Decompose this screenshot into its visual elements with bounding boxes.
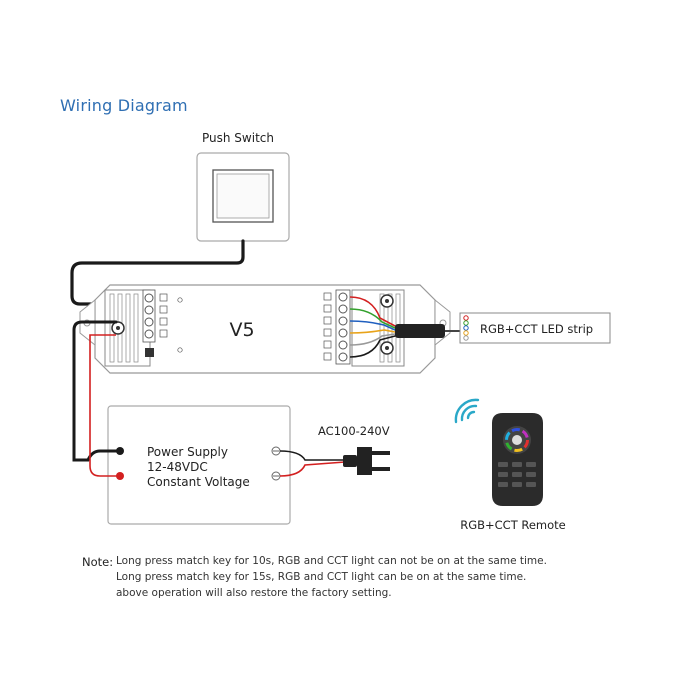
power-supply	[107, 405, 291, 525]
ac-wire-2	[279, 461, 346, 477]
led-output-wires	[349, 296, 440, 358]
note-line: above operation will also restore the fa…	[116, 587, 392, 599]
power-supply-type: Constant Voltage	[147, 475, 250, 489]
note-prefix: Note:	[82, 555, 114, 569]
note-line: Long press match key for 10s, RGB and CC…	[116, 555, 547, 567]
ac-wire-1	[279, 450, 345, 461]
led-strip-label: RGB+CCT LED strip	[480, 322, 594, 336]
power-supply-voltage: 12-48VDC	[147, 460, 208, 474]
dc-red-wire	[89, 334, 120, 477]
ac-voltage-label: AC100-240V	[318, 424, 390, 438]
remote-label: RGB+CCT Remote	[460, 518, 566, 532]
led-strip	[459, 312, 611, 344]
push-switch-wire	[70, 239, 245, 306]
push-switch-label: Push Switch	[202, 131, 274, 145]
ac-plug	[343, 447, 390, 475]
wifi-signal-icon	[454, 398, 480, 424]
controller-model-label: V5	[229, 319, 255, 341]
remote	[492, 413, 543, 506]
note-line: Long press match key for 15s, RGB and CC…	[116, 571, 527, 583]
strip-cable	[395, 324, 445, 338]
page-title: Wiring Diagram	[60, 96, 188, 115]
controller-v5	[79, 284, 451, 374]
power-supply-label: Power Supply	[147, 445, 228, 459]
dc-black-wire	[72, 320, 122, 462]
push-switch	[196, 152, 290, 242]
